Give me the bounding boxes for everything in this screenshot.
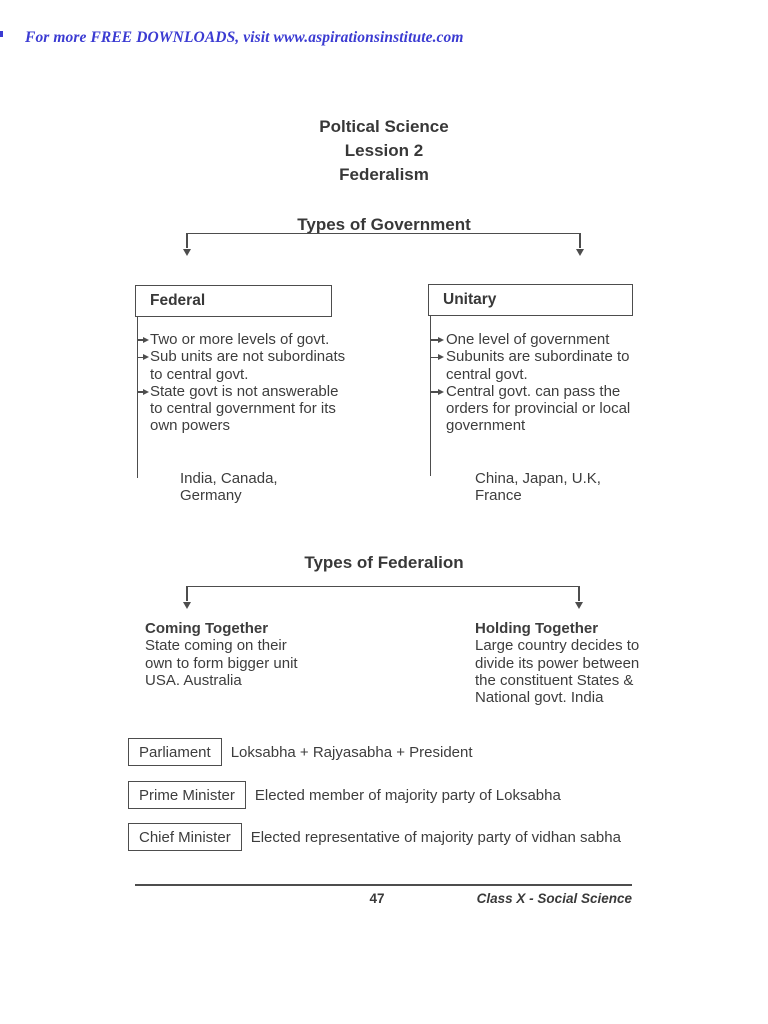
arrow-right-icon xyxy=(138,336,149,344)
bracket-right-line xyxy=(578,587,580,601)
coming-together-block: Coming Together State coming on their ow… xyxy=(145,620,303,689)
page-title-subject: Poltical Science xyxy=(319,117,449,136)
federal-box: Federal xyxy=(135,285,332,317)
bracket-right-line xyxy=(579,234,581,248)
federal-connector-line xyxy=(137,317,139,478)
coming-together-title: Coming Together xyxy=(145,620,269,637)
holding-together-block: Holding Together Large country decides t… xyxy=(475,620,643,706)
term-definition: Elected member of majority party of Loks… xyxy=(254,786,561,804)
heading-types-of-federation: Types of Federalion xyxy=(304,553,464,572)
unitary-connector-line xyxy=(430,316,432,476)
term-box: Parliament xyxy=(128,738,222,766)
page-title-lesson: Lession 2 xyxy=(344,141,424,160)
footer-divider xyxy=(135,884,632,886)
unitary-examples: China, Japan, U.K, France xyxy=(475,470,601,505)
holding-together-title: Holding Together xyxy=(475,620,599,637)
government-split-bracket xyxy=(182,233,585,256)
arrow-right-icon xyxy=(431,353,444,361)
list-item: Central govt. can pass the orders for pr… xyxy=(431,383,651,435)
definition-row-prime-minister: Prime Minister Elected member of majorit… xyxy=(128,781,561,809)
arrow-down-icon xyxy=(575,602,584,609)
heading-types-of-government: Types of Government xyxy=(297,215,471,234)
federal-points: Two or more levels of govt. Sub units ar… xyxy=(138,331,355,435)
unitary-box: Unitary xyxy=(428,284,633,316)
arrow-right-icon xyxy=(430,474,468,482)
arrow-right-icon xyxy=(138,388,149,396)
holding-together-body: Large country decides to divide its powe… xyxy=(475,637,640,707)
header-note: For more FREE DOWNLOADS, visit www.aspir… xyxy=(25,29,464,46)
federal-examples: India, Canada, Germany xyxy=(180,470,278,505)
term-definition: Elected representative of majority party… xyxy=(250,828,621,846)
unitary-points: One level of government Subunits are sub… xyxy=(431,331,651,435)
bracket-left-line xyxy=(186,587,188,601)
bracket-left-line xyxy=(186,234,188,248)
term-box: Chief Minister xyxy=(128,823,242,851)
arrow-down-icon xyxy=(182,602,191,609)
list-item: One level of government xyxy=(431,331,651,348)
arrow-down-icon xyxy=(576,249,585,256)
arrow-right-icon xyxy=(431,336,444,344)
list-item: Subunits are subordinate to central govt… xyxy=(431,348,651,383)
coming-together-body: State coming on their own to form bigger… xyxy=(145,637,298,689)
federal-label: Federal xyxy=(150,292,206,309)
list-item: State govt is not answerable to central … xyxy=(138,383,355,435)
arrow-down-icon xyxy=(182,249,191,256)
arrow-right-icon xyxy=(138,353,149,361)
list-item: Sub units are not subordinats to central… xyxy=(138,348,355,383)
definition-row-chief-minister: Chief Minister Elected representative of… xyxy=(128,823,621,851)
federation-split-bracket xyxy=(182,586,584,609)
arrow-right-icon xyxy=(431,388,444,396)
list-item: Two or more levels of govt. xyxy=(138,331,355,348)
unitary-label: Unitary xyxy=(443,291,497,308)
page-number: 47 xyxy=(369,891,385,906)
page-title-topic: Federalism xyxy=(339,165,429,184)
scan-edge-mark xyxy=(0,31,3,37)
arrow-right-icon xyxy=(137,474,173,482)
term-box: Prime Minister xyxy=(128,781,246,809)
term-definition: Loksabha + Rajyasabha + President xyxy=(230,743,473,761)
definition-row-parliament: Parliament Loksabha + Rajyasabha + Presi… xyxy=(128,738,473,766)
title-block: Poltical Science Lession 2 Federalism xyxy=(0,115,768,187)
book-title: Class X - Social Science xyxy=(476,891,632,906)
